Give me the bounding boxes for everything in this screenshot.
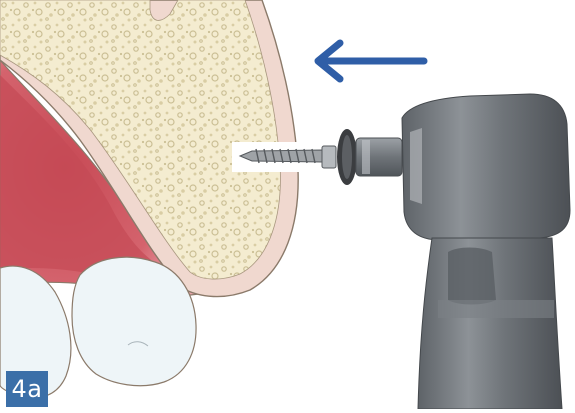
figure-label: 4a <box>6 371 48 407</box>
tooth-crown-right <box>72 257 196 386</box>
handpiece-head <box>402 94 570 240</box>
micro-screw <box>240 149 322 163</box>
arrow-left-icon <box>318 43 424 79</box>
screw-collar <box>322 146 336 168</box>
figure-label-text: 4a <box>12 375 43 403</box>
